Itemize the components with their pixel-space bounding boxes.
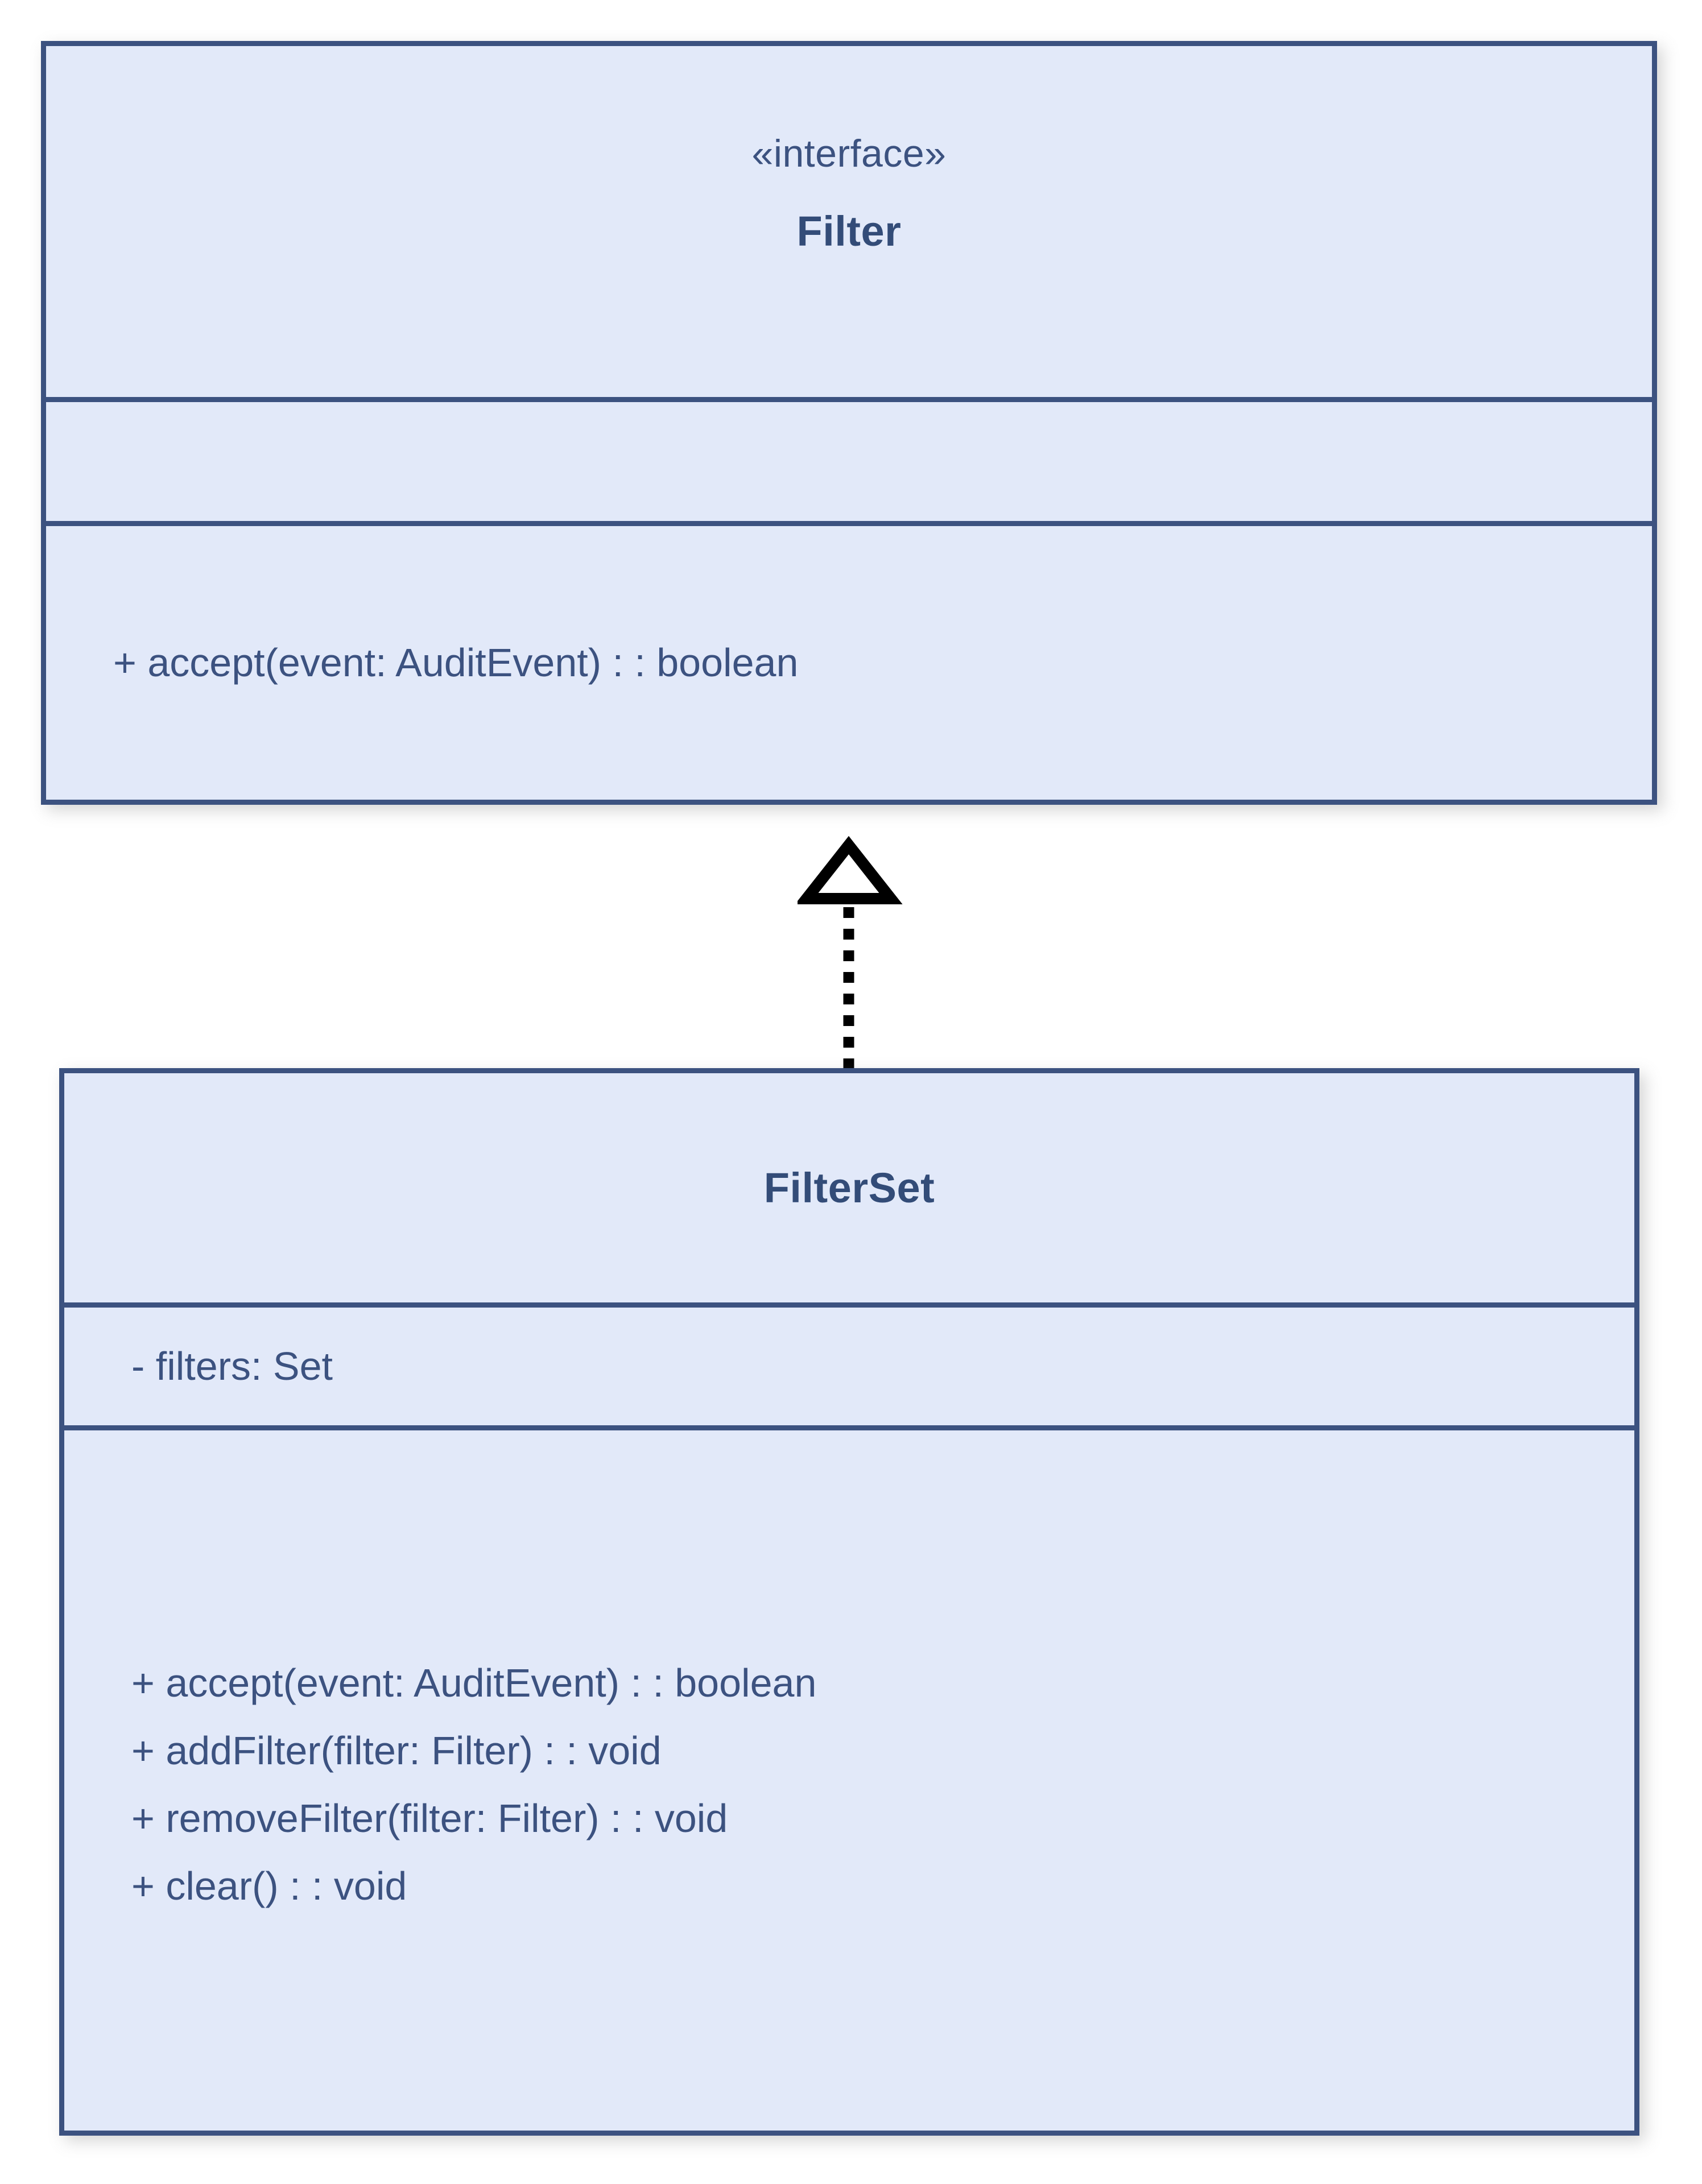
class-attributes-filter: [46, 397, 1652, 521]
class-attributes-filterset: - filters: Set: [64, 1302, 1634, 1425]
realization-arrow-filterset-to-filter: [798, 836, 903, 1069]
class-header-filter: «interface» Filter: [46, 46, 1652, 397]
class-box-filterset[interactable]: FilterSet - filters: Set + accept(event:…: [59, 1068, 1639, 2136]
class-operations-filterset: + accept(event: AuditEvent) : : boolean …: [64, 1425, 1634, 2131]
operation-row: + addFilter(filter: Filter) : : void: [131, 1728, 662, 1773]
class-operations-filter: + accept(event: AuditEvent) : : boolean: [46, 521, 1652, 800]
operation-row: + clear() : : void: [131, 1863, 407, 1908]
class-name-filter: Filter: [796, 207, 902, 255]
class-name-filterset: FilterSet: [763, 1164, 935, 1211]
attribute-row: - filters: Set: [131, 1344, 333, 1388]
operation-row: + removeFilter(filter: Filter) : : void: [131, 1796, 728, 1840]
class-box-filter[interactable]: «interface» Filter + accept(event: Audit…: [41, 41, 1657, 805]
operation-row: + accept(event: AuditEvent) : : boolean: [113, 640, 799, 685]
class-stereotype-filter: «interface»: [751, 132, 947, 175]
hollow-triangle-arrowhead-icon: [798, 836, 903, 904]
operation-row: + accept(event: AuditEvent) : : boolean: [131, 1660, 817, 1705]
class-header-filterset: FilterSet: [64, 1073, 1634, 1302]
